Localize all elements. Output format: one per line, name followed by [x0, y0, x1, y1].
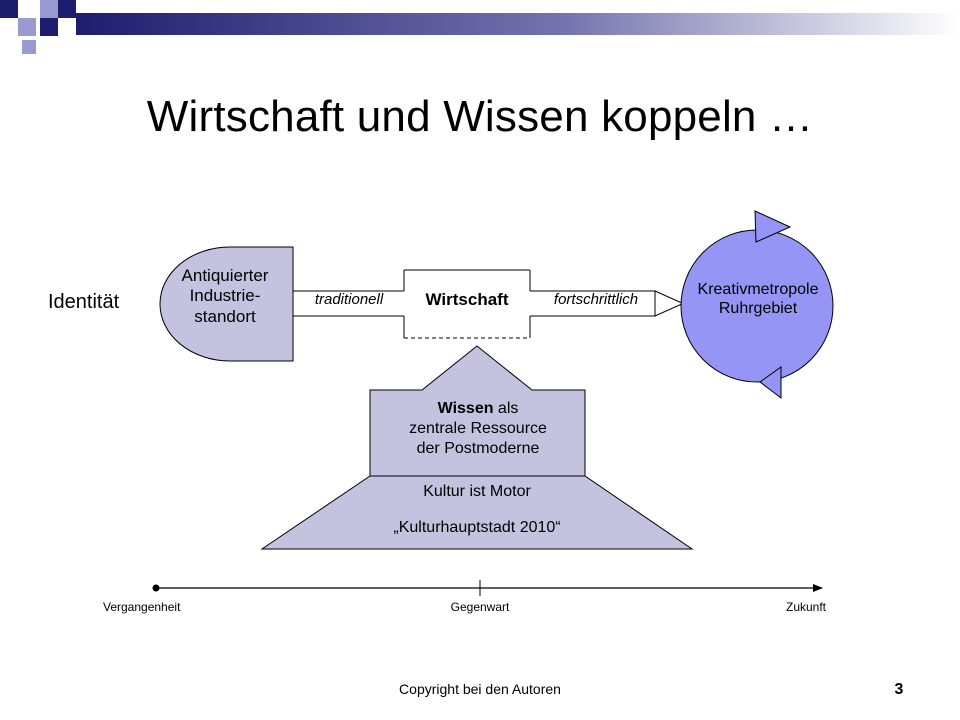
cycle-arrow-top-icon — [754, 210, 792, 243]
cycle-arrow-bottom-icon — [759, 366, 782, 400]
industry-site-line: Industrie- — [189, 286, 261, 306]
creative-metropolis-label: Kreativmetropole Ruhrgebiet — [678, 280, 838, 318]
timeline-future-label: Zukunft — [786, 600, 827, 614]
creative-metropolis-line: Kreativmetropole — [697, 281, 819, 298]
connector-arrowhead — [654, 290, 685, 317]
culture-line-1: Kultur ist Motor — [423, 483, 531, 500]
header-square-dark — [40, 18, 58, 36]
footer-copyright: Copyright bei den Autoren — [399, 681, 561, 697]
culture-line-2: „Kulturhauptstadt 2010“ — [393, 519, 561, 536]
economy-box — [403, 269, 531, 339]
knowledge-rest: als — [493, 400, 519, 417]
identity-label: Identität — [48, 291, 120, 313]
header-decoration — [0, 0, 960, 54]
slide-title: Wirtschaft und Wissen koppeln … — [146, 92, 814, 141]
header-square-dark — [0, 0, 18, 18]
timeline-past-label: Vergangenheit — [103, 600, 181, 614]
traditional-label: traditionell — [314, 291, 384, 308]
header-square-light — [22, 40, 36, 54]
economy-label: Wirtschaft — [425, 290, 509, 309]
knowledge-label: Wissen als zentrale Ressource der Postmo… — [370, 399, 586, 459]
knowledge-bold-word: Wissen — [437, 400, 494, 417]
industry-site-line: standort — [194, 306, 256, 326]
knowledge-line-3: der Postmoderne — [416, 440, 540, 457]
header-square-light — [18, 18, 36, 36]
header-square-light — [40, 0, 58, 18]
knowledge-line-1: Wissen als — [370, 399, 586, 419]
page-number: 3 — [894, 681, 904, 698]
creative-metropolis-line: Ruhrgebiet — [718, 300, 798, 318]
industry-site-label: Antiquierter Industrie- standort — [165, 266, 285, 327]
industry-site-line: Antiquierter — [181, 266, 269, 285]
knowledge-line-2: zentrale Ressource — [409, 420, 547, 437]
industry-site-shape — [159, 246, 294, 362]
knowledge-up-arrow — [369, 345, 586, 477]
timeline-present-label: Gegenwart — [450, 600, 510, 614]
progressive-label: fortschrittlich — [553, 291, 639, 308]
header-square-dark — [58, 0, 76, 18]
header-gradient-bar — [76, 13, 960, 35]
